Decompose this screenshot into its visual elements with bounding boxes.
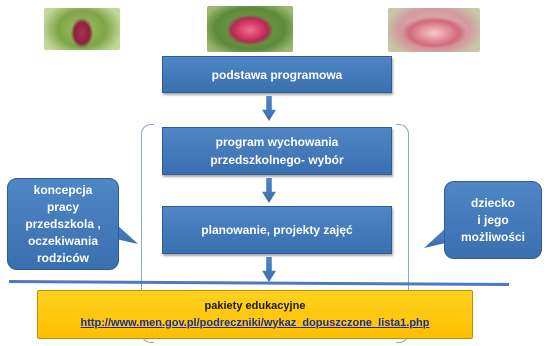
blooming-flower-photo <box>388 8 480 52</box>
core-curriculum-label: podstawa programowa <box>211 67 343 82</box>
program-choice-label: program wychowania przedszkolnego- wybór <box>210 135 344 167</box>
planning-box: planowanie, projekty zajęć <box>162 206 392 254</box>
divider-line <box>8 280 509 287</box>
tulip-bud-photo <box>44 8 120 50</box>
down-arrow-icon <box>262 178 276 203</box>
down-arrow-icon <box>262 257 276 282</box>
pink-flower-photo <box>207 6 293 52</box>
left-callout-text: koncepcja pracy przedszkola , oczekiwani… <box>25 182 101 265</box>
educational-packages-title: pakiety edukacyjne <box>204 299 306 312</box>
down-arrow-icon <box>262 96 276 121</box>
educational-packages-box: pakiety edukacyjne http://www.men.gov.pl… <box>37 290 473 339</box>
right-callout-text: dziecko i jego możliwości <box>460 195 525 244</box>
left-bracket <box>141 124 154 343</box>
core-curriculum-box: podstawa programowa <box>162 56 392 93</box>
approved-list-link[interactable]: http://www.men.gov.pl/podreczniki/wykaz_… <box>80 316 430 329</box>
right-callout: dziecko i jego możliwości <box>444 181 542 259</box>
planning-label: planowanie, projekty zajęć <box>201 223 353 237</box>
program-choice-box: program wychowania przedszkolnego- wybór <box>162 127 392 175</box>
left-callout: koncepcja pracy przedszkola , oczekiwani… <box>7 178 119 270</box>
